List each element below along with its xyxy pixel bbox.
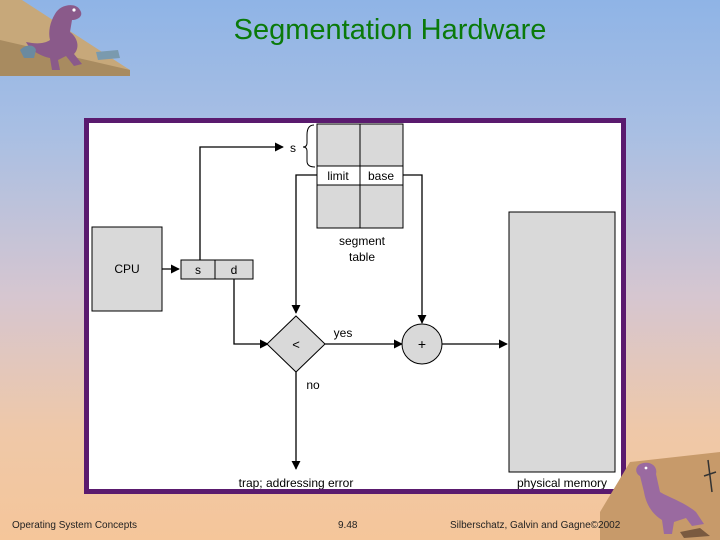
offset-to-comparator-arrow <box>233 279 269 349</box>
diagram-frame: CPU s d s limit base segment table < yes <box>84 118 626 494</box>
physical-memory-label: physical memory <box>517 476 607 489</box>
physical-memory-box <box>508 211 616 473</box>
comparator-symbol: < <box>292 337 300 352</box>
trap-label: trap; addressing error <box>239 476 354 489</box>
segment-table-caption-line2: table <box>349 250 375 264</box>
table-index-brace <box>302 124 316 168</box>
footer-copyright: Silberschatz, Galvin and Gagne©2002 <box>450 520 621 531</box>
s-to-table-arrow <box>199 142 284 260</box>
cpu-label: CPU <box>114 262 139 276</box>
segment-table-caption-line1: segment <box>339 234 386 248</box>
cpu-box <box>91 226 163 312</box>
limit-to-comparator-arrow <box>291 174 317 314</box>
segmentation-hardware-diagram: CPU s d s limit base segment table < yes <box>91 123 616 490</box>
slide-title: Segmentation Hardware <box>233 14 547 46</box>
footer-course-title: Operating System Concepts <box>12 520 138 531</box>
address-s-label: s <box>195 263 201 277</box>
no-label: no <box>306 378 320 392</box>
dinosaur-illustration-bottom-right <box>600 452 720 540</box>
base-label: base <box>368 169 394 183</box>
yes-label: yes <box>334 326 353 340</box>
dinosaur-illustration-top-left <box>0 0 130 76</box>
limit-label: limit <box>327 169 349 183</box>
adder-symbol: + <box>418 336 426 352</box>
table-index-label: s <box>290 141 296 155</box>
address-d-label: d <box>231 263 238 277</box>
base-to-adder-arrow <box>403 174 427 324</box>
footer-page-number: 9.48 <box>338 520 358 531</box>
